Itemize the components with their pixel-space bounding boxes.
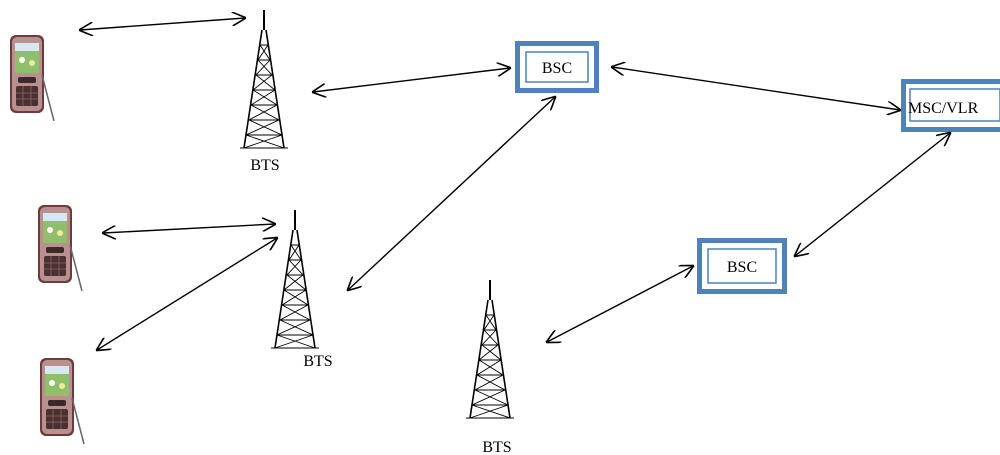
- arrow-phone1-bts1: [80, 18, 245, 30]
- msc-vlr-label: MSC/VLR: [908, 100, 979, 117]
- bts-label-3: BTS: [482, 439, 511, 455]
- bts-label-2: BTS: [303, 353, 332, 370]
- bsc-label-2: BSC: [727, 259, 757, 276]
- bts-tower-icon: [239, 9, 289, 149]
- arrow-bts3-bsc2: [547, 266, 693, 342]
- bsc-box-2: BSC: [697, 238, 787, 294]
- mobile-phone-icon: [9, 34, 55, 122]
- mobile-phone-icon: [37, 204, 83, 292]
- bsc-label-1: BSC: [542, 60, 572, 77]
- bsc-box-1: BSC: [515, 41, 599, 93]
- mobile-phone-icon: [39, 357, 85, 445]
- links: [80, 18, 950, 350]
- bts-label-1: BTS: [250, 157, 279, 174]
- arrow-bts1-bsc1: [313, 68, 510, 92]
- bts-tower-icon: [270, 209, 320, 349]
- arrow-bts2-bsc1: [348, 97, 555, 290]
- msc-vlr-box: MSC/VLR: [901, 79, 1000, 132]
- arrow-bsc2-msc: [795, 133, 950, 256]
- arrow-phone2-bts2: [103, 224, 275, 233]
- arrow-phone3-bts2: [97, 238, 277, 350]
- arrow-bsc1-msc: [612, 67, 900, 110]
- bts-tower-icon: [465, 279, 515, 419]
